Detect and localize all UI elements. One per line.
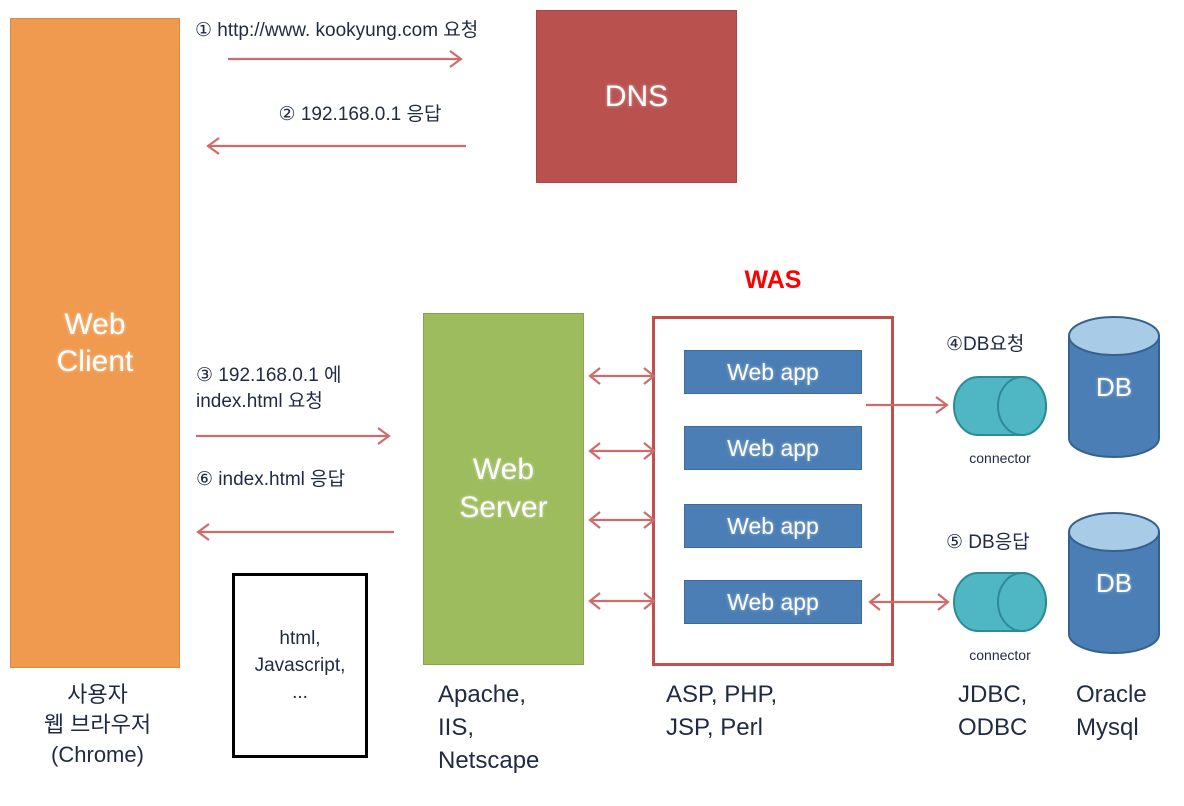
web-app-label: Web app bbox=[727, 434, 819, 461]
web-app-box-4: Web app bbox=[684, 580, 862, 624]
was-caption: ASP, PHP, JSP, Perl bbox=[666, 681, 778, 741]
arrow-webserver-was-2 bbox=[588, 442, 656, 460]
arrow-webserver-was-4 bbox=[588, 592, 656, 610]
db-caption: Oracle Mysql bbox=[1076, 681, 1147, 741]
db-cylinder-shape bbox=[1068, 512, 1160, 654]
arrow-webserver-was-3 bbox=[588, 511, 656, 529]
was-title: WAS bbox=[744, 266, 802, 294]
web-app-box-1: Web app bbox=[684, 350, 862, 394]
web-app-box-3: Web app bbox=[684, 504, 862, 548]
db-cylinder-shape bbox=[1068, 316, 1160, 458]
dns-box: DNS bbox=[536, 10, 737, 183]
arrow-step-2 bbox=[206, 137, 466, 155]
database-cylinder-1: DB bbox=[1068, 316, 1160, 458]
arrow-was-connector-1 bbox=[866, 396, 949, 414]
connector-caption: JDBC, ODBC bbox=[958, 681, 1028, 741]
connector-cylinder-2 bbox=[953, 572, 1047, 632]
web-server-box: Web Server bbox=[423, 313, 584, 665]
web-client-caption: 사용자 웹 브라우저 (Chrome) bbox=[43, 682, 152, 767]
web-app-box-2: Web app bbox=[684, 426, 862, 470]
web-client-box: Web Client bbox=[10, 18, 180, 668]
web-client-label: Web Client bbox=[56, 308, 134, 378]
web-server-label: Web Server bbox=[459, 453, 548, 524]
arrow-was-connector-2 bbox=[868, 593, 950, 611]
arrow-step-1 bbox=[228, 50, 463, 68]
step-1-label: ① http://www. kookyung.com 요청 bbox=[195, 20, 479, 41]
browser-content-box: html, Javascript, ... bbox=[232, 573, 368, 758]
connector-cylinder-1 bbox=[953, 376, 1047, 436]
web-app-label: Web app bbox=[727, 588, 819, 615]
was-frame bbox=[652, 316, 894, 666]
arrow-webserver-was-1 bbox=[588, 367, 656, 385]
browser-content-label: html, Javascript, ... bbox=[254, 628, 346, 703]
arrow-step-3 bbox=[196, 427, 391, 445]
step-6-label: ⑥ index.html 응답 bbox=[196, 469, 346, 490]
dns-label: DNS bbox=[604, 79, 669, 113]
connector-label-2: connector bbox=[969, 647, 1031, 663]
web-app-label: Web app bbox=[727, 358, 819, 385]
arrow-step-6 bbox=[196, 523, 394, 541]
web-server-caption: Apache, IIS, Netscape bbox=[438, 681, 540, 774]
step-5-label: ⑤ DB응답 bbox=[946, 532, 1030, 553]
step-3-label: ③ 192.168.0.1 에 index.html 요청 bbox=[196, 365, 342, 412]
step-2-label: ② 192.168.0.1 응답 bbox=[278, 104, 442, 125]
web-app-label: Web app bbox=[727, 512, 819, 539]
step-4-label: ④DB요청 bbox=[946, 334, 1025, 355]
database-cylinder-2: DB bbox=[1068, 512, 1160, 654]
connector-label-1: connector bbox=[969, 450, 1031, 466]
